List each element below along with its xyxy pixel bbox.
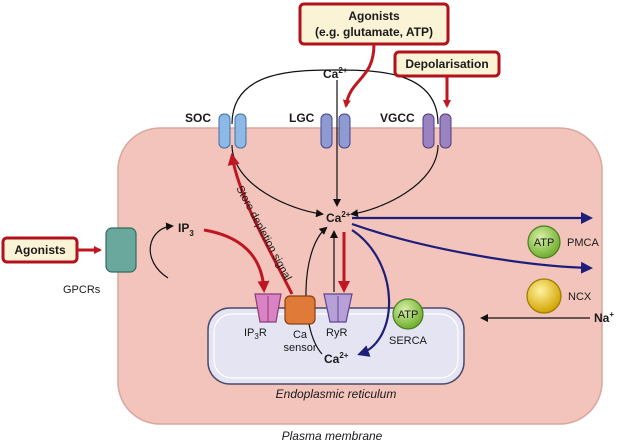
agonists-left-label: Agonists: [14, 243, 66, 257]
vgcc-to-ca-arrow: [350, 144, 439, 218]
ca-to-pmca-arrow-2: [351, 222, 593, 274]
vgcc-channel: [422, 113, 452, 149]
gpcr-to-ip3-arrow: [149, 222, 174, 279]
ncx-label: NCX: [568, 291, 592, 303]
ncx-exchanger: [526, 278, 562, 314]
er-ca-to-cytosol-arrow: [305, 226, 328, 355]
cytosolic-ca-label: Ca2+: [326, 210, 351, 225]
extracellular-ca-loop: [231, 69, 439, 125]
agonists-top-line1: Agonists: [348, 9, 400, 23]
soc-label: SOC: [185, 111, 211, 125]
lgc-label: LGC: [289, 111, 315, 125]
ca-sensor: [284, 295, 316, 325]
pmca-atp-label: ATP: [534, 237, 555, 249]
serca-pump: [392, 298, 424, 330]
extracellular-ca-label: Ca2+: [323, 66, 348, 81]
ca-sensor-line1: Ca: [293, 329, 308, 341]
depolarisation-label: Depolarisation: [405, 57, 488, 71]
pmca-label: PMCA: [567, 237, 599, 249]
er-label: Endoplasmic reticulum: [276, 387, 397, 401]
ip3r-label: IP3R: [244, 327, 267, 341]
er-ca-label: Ca2+: [324, 351, 349, 366]
serca-atp-label: ATP: [398, 309, 419, 321]
lgc-channel: [320, 113, 351, 149]
plasma-membrane-label: Plasma membrane: [282, 429, 383, 443]
na-label: Na+: [594, 310, 614, 325]
soc-channel: [218, 113, 247, 149]
agonists-top-line2: (e.g. glutamate, ATP): [315, 25, 433, 39]
ip3-label: IP3: [178, 221, 194, 238]
pmca-pump: [527, 225, 561, 259]
vgcc-label: VGCC: [380, 111, 415, 125]
store-depletion-arrow: [227, 153, 294, 295]
gpcr-receptor: [105, 227, 137, 273]
agonists-to-lgc-arrow: [342, 43, 376, 108]
ryr-label: RyR: [326, 327, 347, 339]
gpcrs-label: GPCRs: [63, 284, 101, 296]
serca-label: SERCA: [389, 335, 428, 347]
ca-sensor-line2: sensor: [283, 342, 316, 354]
ca-to-serca-arrow: [351, 229, 391, 357]
ip3-to-ip3r-arrow: [203, 228, 270, 293]
